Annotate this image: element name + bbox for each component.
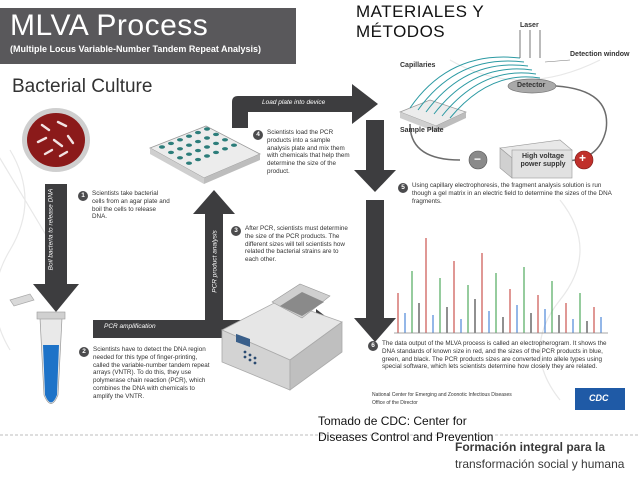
laser-label: Laser [520, 22, 539, 29]
page-title: MLVA Process [10, 9, 209, 42]
step-2-text: Scientists have to detect the DNA region… [93, 346, 210, 400]
plate-well [195, 157, 201, 162]
boil-arrow-label: Boil bacteria to release DNA [47, 188, 55, 271]
plate-well [186, 152, 192, 156]
plate-well [231, 143, 237, 147]
plate-well [204, 136, 210, 140]
plate-well [177, 147, 183, 151]
boil-arrow-shaft [45, 184, 67, 286]
footer-line-1: Formación integral para la [455, 440, 606, 454]
plate-well [186, 161, 192, 165]
overlay-title: MATERIALES Y MÉTODOS [356, 2, 484, 41]
pcr-amp-label: PCR amplification [104, 323, 156, 330]
plate-well [177, 156, 183, 160]
plate-well [168, 141, 174, 146]
plate-well [186, 143, 192, 147]
step-2-number: 2 [79, 347, 89, 357]
step-3-text: After PCR, scientists must determine the… [245, 225, 348, 264]
step-3-number: 3 [231, 226, 241, 236]
load-plate-label: Load plate into device [262, 99, 326, 106]
plate-well [222, 138, 228, 142]
right-arrow-head-2 [354, 318, 396, 342]
step-5-number: 5 [398, 183, 408, 193]
electropherogram [394, 238, 608, 334]
step-4-number: 4 [253, 130, 263, 140]
cdc-office: Office of the Director [372, 400, 418, 406]
pcr-analysis-arrow-shaft [205, 212, 223, 320]
test-tube [9, 293, 66, 404]
plate-well [195, 139, 201, 144]
load-plate-arrow [232, 84, 378, 128]
sample-plate-label: Sample Plate [400, 127, 444, 134]
cdc-logo [575, 388, 625, 410]
step-6-text: The data output of the MLVA process is c… [382, 340, 607, 371]
right-arrow-head-1 [354, 170, 396, 192]
step-4-text: Scientists load the PCR products into a … [267, 129, 350, 175]
plate-well [186, 134, 192, 138]
plate-well [213, 141, 219, 146]
cdc-center-name: National Center for Emerging and Zoonoti… [372, 392, 512, 398]
power-supply-label: High voltage power supply [520, 153, 566, 168]
boil-arrow-head [33, 284, 79, 312]
plate-well [213, 132, 219, 137]
footer-line-2: transformación social y humana [455, 457, 625, 471]
cdc-logo-text: CDC [589, 393, 609, 403]
capillaries-label: Capillaries [400, 62, 436, 69]
header-bar [0, 8, 296, 64]
step-1-text: Scientists take bacterial cells from an … [92, 190, 170, 221]
plus-terminal: + [579, 151, 587, 165]
plate-well [168, 150, 174, 155]
plate-well [177, 138, 183, 142]
plate-well [195, 148, 201, 153]
sample-analysis-plate [149, 125, 261, 184]
pcr-analysis-label: PCR product analysis [211, 230, 219, 293]
plate-well [222, 147, 228, 151]
plate-well [204, 127, 210, 131]
plate-well [195, 130, 201, 135]
plate-well [159, 145, 165, 149]
section-title: Bacterial Culture [12, 76, 153, 97]
plate-well [204, 154, 210, 158]
right-arrow-shaft-1 [366, 120, 384, 172]
page-subtitle: (Multiple Locus Variable-Number Tandem R… [10, 44, 262, 54]
step-6-number: 6 [368, 341, 378, 351]
right-arrow-shaft-2 [366, 200, 384, 320]
pcr-machine [221, 283, 343, 391]
detector-label: Detector [517, 82, 546, 89]
plate-well [204, 145, 210, 149]
pcr-analysis-arrow-head [193, 190, 235, 214]
electrophoresis-device [399, 30, 608, 179]
step-5-text: Using capillary electrophoresis, the fra… [412, 182, 612, 205]
detection-window-label: Detection window [570, 51, 630, 58]
minus-terminal: − [474, 152, 482, 166]
petri-dish [22, 108, 90, 172]
plate-well [213, 150, 219, 155]
step-1-number: 1 [78, 191, 88, 201]
image-credit: Tomado de CDC: Center for Diseases Contr… [318, 414, 494, 444]
